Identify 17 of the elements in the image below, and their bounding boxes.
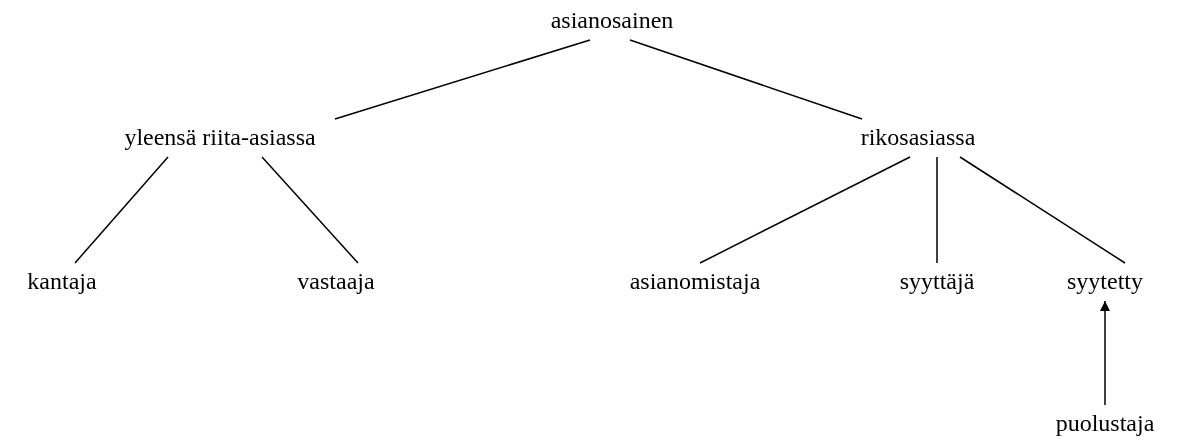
node-label: asianomistaja <box>625 264 765 299</box>
arrow <box>1100 300 1110 406</box>
node-label: syytetty <box>1063 264 1147 299</box>
connector-line <box>936 156 938 264</box>
connector-line <box>74 156 169 264</box>
node-label: yleensä riita-asiassa <box>120 120 320 155</box>
connector-line <box>261 156 359 264</box>
node-label: rikosasiassa <box>856 120 980 155</box>
node-label: kantaja <box>23 264 101 299</box>
node-label: syyttäjä <box>895 264 979 299</box>
connector-line <box>334 39 591 120</box>
node-label: vastaaja <box>293 264 379 299</box>
connector-line <box>699 156 911 264</box>
connector-line <box>629 39 863 120</box>
node-label: asianosainen <box>546 3 678 38</box>
node-label: puolustaja <box>1051 406 1159 441</box>
connector-line <box>959 156 1126 264</box>
